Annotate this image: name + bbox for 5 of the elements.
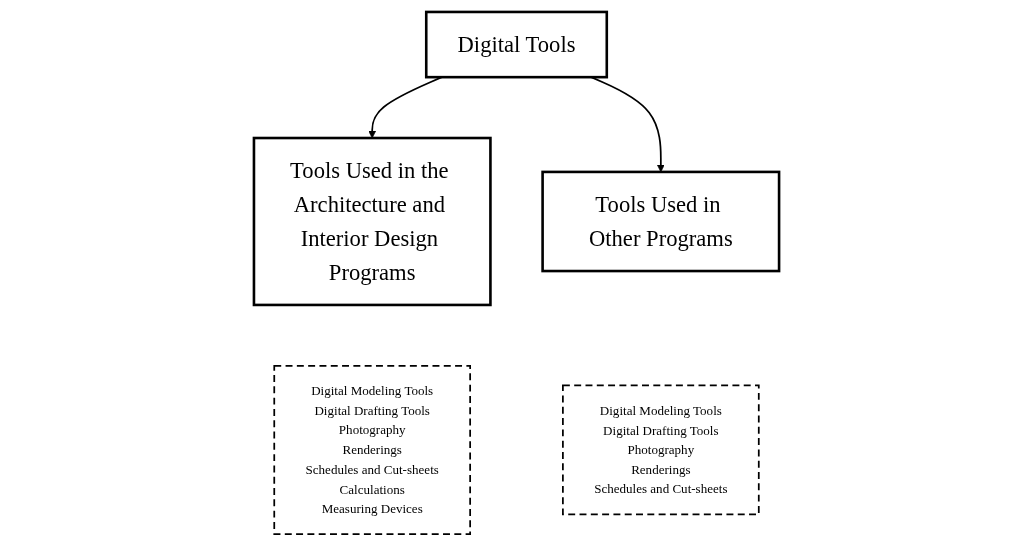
node-box: Digital Modeling Tools Digital Drafting Tools Photography Renderings Schedules and Cut-sheets [562,384,761,516]
node-box: Digital Tools [425,10,609,79]
node-box: Tools Used in Other Programs [541,170,781,273]
node-box: Digital Modeling Tools Digital Drafting Tools Photography Renderings Schedules and Cut-sheets Calculations Measuring Devices [273,364,472,535]
node-box: Tools Used in the Architecture and Interior Design Programs [253,136,493,307]
